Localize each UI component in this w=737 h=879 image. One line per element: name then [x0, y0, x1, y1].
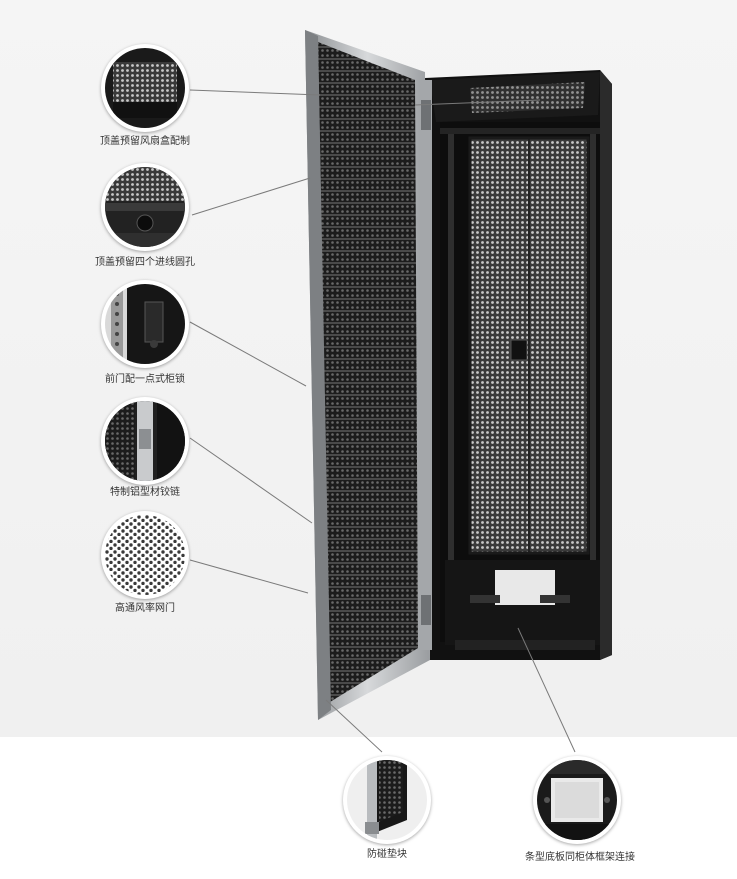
callout-base — [533, 756, 621, 844]
callout-bumper — [343, 756, 431, 844]
callout-mesh-door — [101, 511, 189, 599]
callout-label-base: 条型底板同柜体框架连接 — [525, 852, 635, 863]
leader-lines — [189, 89, 576, 753]
top-holes-detail-image — [105, 167, 185, 247]
callout-label-mesh-door: 高通风率网门 — [115, 603, 175, 614]
callout-label-front-lock: 前门配一点式柜锁 — [105, 374, 185, 385]
base-detail-image — [537, 760, 617, 840]
front-mesh-door — [305, 30, 432, 720]
top-fan-detail-image — [105, 48, 185, 128]
callout-top-holes — [101, 163, 189, 251]
hinge-detail-image — [105, 401, 185, 481]
callout-label-top-holes: 顶盖预留四个进线圆孔 — [95, 257, 195, 268]
front-lock-detail-image — [105, 284, 185, 364]
callout-label-bumper: 防碰垫块 — [367, 849, 407, 860]
callout-top-fan — [101, 44, 189, 132]
cabinet-body — [425, 70, 612, 660]
callout-front-lock — [101, 280, 189, 368]
bumper-detail-image — [347, 760, 427, 840]
callout-label-top-fan: 顶盖预留风扇盒配制 — [100, 136, 190, 147]
mesh-door-detail-image — [105, 515, 185, 595]
callout-label-hinge: 特制铝型材铰链 — [110, 487, 180, 498]
callout-hinge — [101, 397, 189, 485]
